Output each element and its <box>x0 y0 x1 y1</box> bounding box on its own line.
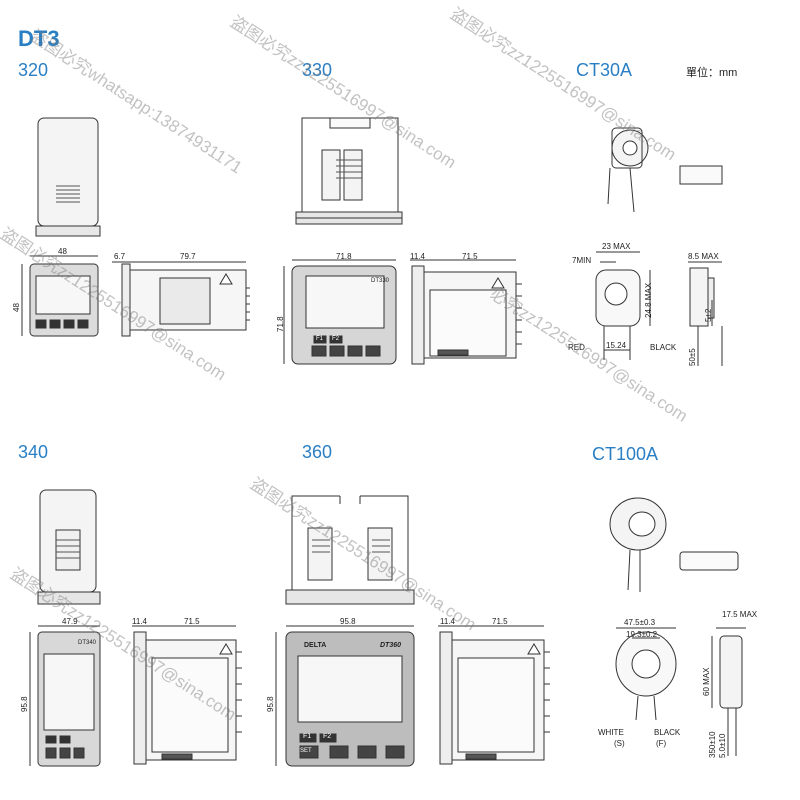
m320-depth-dim: 79.7 <box>180 252 196 261</box>
ct100a-height-dim: 60 MAX <box>702 667 711 696</box>
ct30a-black-lead: BLACK <box>650 343 677 352</box>
model-320-top-view <box>35 117 101 237</box>
model-340-label: 340 <box>18 442 49 462</box>
m330-width-dim: 71.8 <box>336 252 352 261</box>
ct100a-perspective <box>609 497 739 592</box>
model-360-label: 360 <box>302 442 333 462</box>
m330-brand: DT330 <box>371 278 390 284</box>
m360-width-dim: 95.8 <box>340 617 356 626</box>
ct30a-pin-dim: 5±2 <box>704 308 713 322</box>
m340-brand: DT340 <box>78 640 97 646</box>
ct30a-height-dim: 24.8 MAX <box>644 282 653 318</box>
m360-brand: DT360 <box>380 642 402 649</box>
model-330-label: 330 <box>302 60 333 80</box>
m360-key-set: SET <box>300 748 312 754</box>
model-330-top-view <box>295 117 403 225</box>
ct100a-black-sub: (F) <box>656 739 667 748</box>
model-320-side-view <box>112 261 250 337</box>
ct100a-outer-dim: 47.5±0.3 <box>624 618 656 627</box>
model-360-front-view <box>275 625 415 767</box>
m330-depth-dim: 71.5 <box>462 252 478 261</box>
m360-key-f1: F1 <box>303 733 312 740</box>
ct30a-min-dim: 7MIN <box>572 256 592 265</box>
unit-label: 單位：mm <box>686 67 738 79</box>
document-title: DT3 <box>18 26 60 51</box>
ct100a-white-lead: WHITE <box>598 728 624 737</box>
m320-bezel-dim: 6.7 <box>114 252 126 261</box>
m360-logo: DELTA <box>304 642 327 649</box>
model-340-front-view <box>29 625 101 767</box>
ct30a-red-lead: RED <box>568 343 585 352</box>
model-320-label: 320 <box>18 60 49 80</box>
model-330-front-view <box>283 259 397 365</box>
m340-height-dim: 95.8 <box>20 696 29 712</box>
ct30a-pitch-dim: 15.24 <box>606 341 627 350</box>
m330-bezel-dim: 11.4 <box>410 252 425 261</box>
m330-key-f2: F2 <box>332 336 340 342</box>
m360-bezel-dim: 11.4 <box>440 617 455 626</box>
ct100a-black-lead: BLACK <box>654 728 681 737</box>
ct30a-width-dim: 23 MAX <box>602 242 631 251</box>
m360-height-dim: 95.8 <box>266 696 275 712</box>
m330-height-dim: 71.8 <box>276 316 285 332</box>
ct100a-dimension-view <box>615 627 746 756</box>
ct30a-side-dim: 8.5 MAX <box>688 252 719 261</box>
m340-depth-dim: 71.5 <box>184 617 200 626</box>
model-340-side-view <box>132 625 242 765</box>
ct30a-lead-dim: 50±5 <box>688 348 697 366</box>
m340-bezel-dim: 11.4 <box>132 617 147 626</box>
ct30a-label: CT30A <box>576 60 633 80</box>
ct100a-lead-b-dim: 5.0±10 <box>718 733 727 758</box>
model-320-front-view <box>21 255 99 337</box>
m360-depth-dim: 71.5 <box>492 617 508 626</box>
model-330-side-view <box>410 259 522 365</box>
m340-width-dim: 47.9 <box>62 617 78 626</box>
ct100a-white-sub: (S) <box>614 739 625 748</box>
m360-key-f2: F2 <box>323 733 332 740</box>
ct100a-label: CT100A <box>592 444 659 464</box>
m320-width-dim: 48 <box>58 247 67 256</box>
m330-key-f1: F1 <box>316 336 324 342</box>
ct30a-dimension-view <box>595 251 723 366</box>
ct100a-side-dim: 17.5 MAX <box>722 610 758 619</box>
ct30a-perspective <box>607 127 723 213</box>
ct100a-inner-dim: 19.3±0.2 <box>626 630 658 639</box>
model-360-side-view <box>438 625 550 765</box>
ct100a-lead-a-dim: 350±10 <box>708 731 717 758</box>
model-360-top-view <box>285 495 415 605</box>
m320-height-dim: 48 <box>12 303 21 312</box>
model-340-top-view <box>37 489 101 605</box>
